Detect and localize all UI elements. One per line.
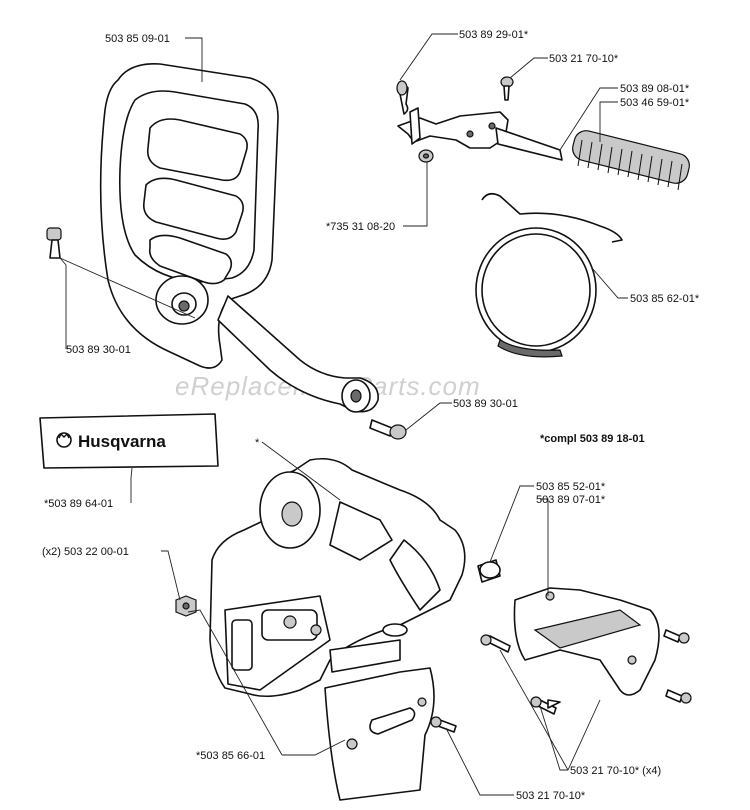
brake-lever-part (396, 76, 563, 163)
clutch-cover-part (209, 457, 466, 698)
label-decal: *503 89 64-01 (44, 498, 113, 510)
label-spring-pin: 503 89 29-01* (459, 29, 529, 41)
guide-plate-part (324, 667, 435, 801)
screw-right-part (369, 419, 407, 440)
label-brake-band: 503 85 62-01* (630, 293, 700, 305)
part-labels: 503 85 09-01 503 89 29-01* 503 21 70-10*… (42, 29, 700, 802)
nut-x2-part (175, 595, 197, 617)
screw-bottom-part (430, 716, 457, 733)
label-guide-plate: *503 85 66-01 (196, 750, 265, 762)
screw-left-part (46, 227, 62, 259)
decal-part: Husqvarna (39, 413, 219, 469)
label-spring: 503 46 59-01* (620, 97, 690, 109)
decal-brand-text: Husqvarna (78, 432, 166, 451)
label-lever: 503 89 08-01* (620, 83, 690, 95)
handguard-part (99, 63, 379, 413)
cover-plate-part (513, 587, 660, 696)
label-screw-x4: 503 21 70-10* (x4) (570, 765, 661, 777)
label-screw-left: 503 89 30-01 (66, 344, 131, 356)
label-nut-left: *735 31 08-20 (326, 221, 395, 233)
spring-part (572, 130, 690, 191)
label-screw-top: 503 21 70-10* (549, 53, 619, 65)
brake-band-part (475, 192, 623, 358)
label-complete: *compl 503 89 18-01 (540, 433, 645, 445)
label-nut-x2: (x2) 503 22 00-01 (42, 546, 129, 558)
label-cover-plate: 503 89 07-01* (536, 494, 606, 506)
label-screw-right: 503 89 30-01 (453, 398, 518, 410)
label-screw-bottom: 503 21 70-10* (516, 790, 586, 802)
label-handguard: 503 85 09-01 (105, 33, 170, 45)
label-pin: 503 85 52-01* (536, 481, 606, 493)
label-star: * (255, 437, 260, 449)
leader-lines (59, 33, 628, 796)
pin-part (477, 559, 501, 583)
screws-x4-part (480, 629, 692, 715)
